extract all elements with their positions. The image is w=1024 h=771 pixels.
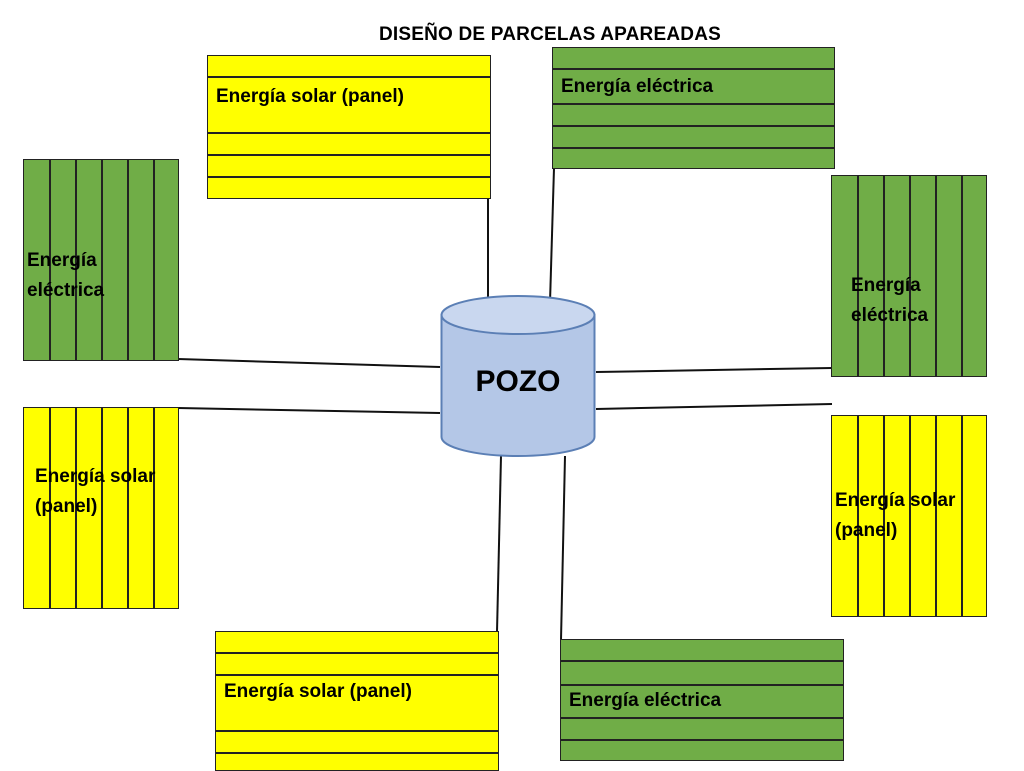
plot-label: Energía solar (panel) — [216, 86, 404, 107]
plot-label: Energía solar (panel) — [224, 681, 412, 702]
connector-left-upper — [177, 358, 441, 368]
plot-label: Energía solar (panel) — [835, 490, 956, 541]
plot-left-upper: Energía eléctrica — [23, 159, 179, 361]
plot-label: Energía eléctrica — [851, 275, 929, 326]
connector-bottom-left — [496, 455, 502, 633]
plot-right-upper: Energía eléctrica — [831, 175, 987, 377]
plot-bottom-left: Energía solar (panel) — [215, 631, 499, 771]
connector-left-lower — [177, 407, 441, 414]
connector-bottom-right — [560, 455, 566, 641]
well-label: POZO — [475, 365, 561, 398]
well-top — [440, 295, 596, 335]
plot-right-lower: Energía solar (panel) — [831, 415, 987, 617]
plot-label: Energía eléctrica — [569, 690, 722, 711]
plot-bottom-right: Energía eléctrica — [560, 639, 844, 761]
well-body — [440, 314, 596, 457]
plot-left-lower: Energía solar (panel) — [23, 407, 179, 609]
well-cylinder-icon — [440, 295, 596, 457]
plot-label: Energía eléctrica — [27, 250, 105, 301]
connector-right-lower — [595, 403, 833, 410]
plot-label: Energía eléctrica — [561, 76, 714, 97]
plot-label: Energía solar (panel) — [35, 466, 156, 517]
plot-top-left: Energía solar (panel) — [207, 55, 491, 199]
diagram-title: DISEÑO DE PARCELAS APAREADAS — [378, 24, 721, 45]
connector-right-upper — [595, 367, 833, 373]
plot-top-right: Energía eléctrica — [552, 47, 835, 169]
